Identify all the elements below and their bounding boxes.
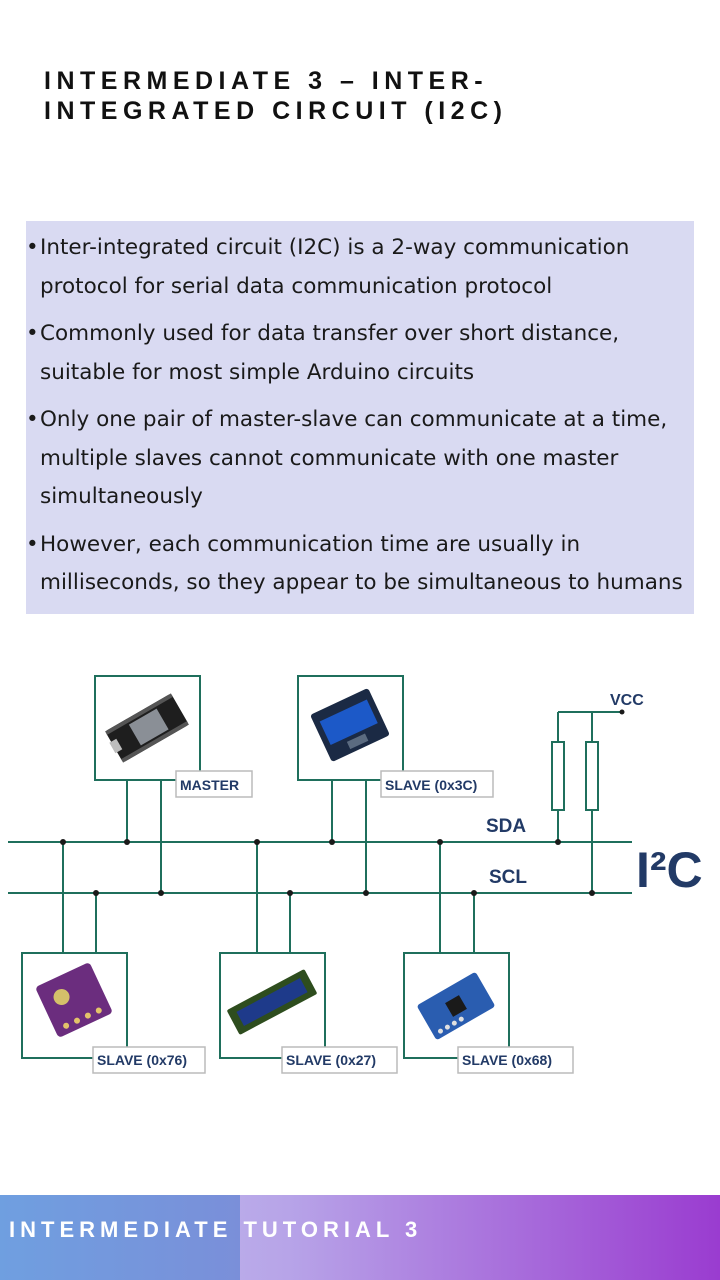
- bullet-dot: •: [26, 235, 39, 260]
- footer-bar: Intermediate Tutorial 3: [0, 1195, 720, 1280]
- bullet-item: •However, each communication time are us…: [26, 526, 694, 603]
- master-device: MASTER: [94, 675, 253, 798]
- footer-label: Intermediate Tutorial 3: [9, 1217, 423, 1242]
- top-slave-label: SLAVE (0x3C): [385, 777, 477, 793]
- bottom-slave-label: SLAVE (0x68): [462, 1052, 552, 1068]
- i2c-bus-diagram: MASTER SLAVE (0x3C) SLAVE (0x76) SL: [8, 675, 703, 1074]
- bullet-list-box: •Inter-integrated circuit (I2C) is a 2-w…: [26, 221, 694, 614]
- bottom-slave-label: SLAVE (0x76): [97, 1052, 187, 1068]
- bullet-item: •Commonly used for data transfer over sh…: [26, 315, 694, 392]
- imu-slave-device: SLAVE (0x68): [403, 952, 574, 1074]
- bullet-text: Inter-integrated circuit (I2C) is a 2-wa…: [40, 235, 630, 299]
- slide-title: Intermediate 3 – Inter-integrated circui…: [44, 67, 508, 125]
- pullup-resistor-scl: [585, 741, 599, 811]
- bullet-list: •Inter-integrated circuit (I2C) is a 2-w…: [26, 221, 694, 603]
- oled-slave-device: SLAVE (0x3C): [297, 675, 494, 798]
- bullet-dot: •: [26, 321, 39, 346]
- bullet-item: •Only one pair of master-slave can commu…: [26, 401, 694, 517]
- bottom-slave-label: SLAVE (0x27): [286, 1052, 376, 1068]
- bullet-text: Only one pair of master-slave can commun…: [40, 407, 668, 509]
- accelerometer-board-icon: [417, 972, 495, 1040]
- microcontroller-board-icon: [105, 693, 189, 763]
- sda-label: SDA: [486, 816, 526, 837]
- oled-display-icon: [310, 688, 390, 762]
- lcd-slave-device: SLAVE (0x27): [219, 952, 398, 1074]
- pressure-sensor-icon: [36, 963, 112, 1037]
- bullet-dot: •: [26, 407, 39, 432]
- vcc-label: VCC: [610, 692, 644, 709]
- bullet-dot: •: [26, 531, 39, 557]
- bullet-text: Commonly used for data transfer over sho…: [40, 321, 620, 385]
- lcd-display-icon: [227, 969, 317, 1035]
- bullet-text: However, each communication time are usu…: [40, 531, 683, 596]
- scl-label: SCL: [489, 867, 527, 888]
- i2c-bus-label: I²C: [636, 842, 703, 898]
- footer-left-block: [0, 1195, 240, 1280]
- sensor-slave-device-1: SLAVE (0x76): [21, 952, 206, 1074]
- master-label: MASTER: [180, 777, 239, 793]
- pullup-resistor-sda: [551, 741, 565, 811]
- bullet-item: •Inter-integrated circuit (I2C) is a 2-w…: [26, 229, 694, 306]
